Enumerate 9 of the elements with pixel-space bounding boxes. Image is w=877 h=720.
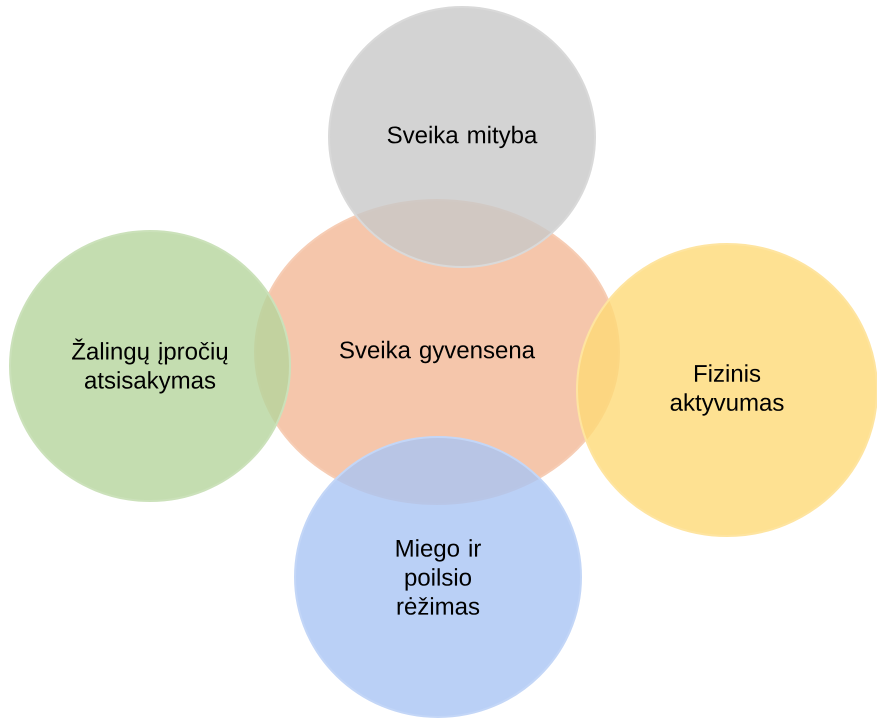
node-label: Sveika gyvensena: [340, 340, 536, 364]
node-label: Miego ir poilsio rėžimas: [396, 539, 481, 615]
circle-shape: [9, 230, 291, 502]
node-label: Fizinis aktyvumas: [670, 364, 784, 416]
circle-shape: [294, 436, 582, 718]
node-label: Žalingų įpročių atsisakymas: [72, 338, 228, 394]
node-label: Sveika mityba: [388, 126, 538, 148]
circle-shape: [328, 6, 596, 268]
circle-shape: [576, 243, 877, 537]
